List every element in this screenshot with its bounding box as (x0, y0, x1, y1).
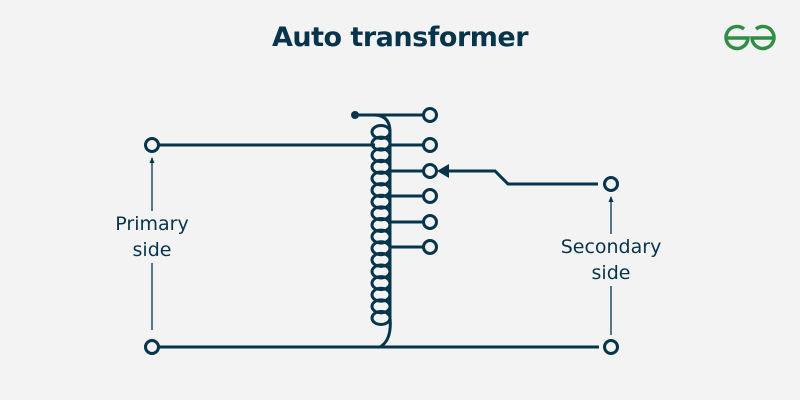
primary-bottom-terminal (144, 339, 160, 355)
secondary-arrow-icon (608, 196, 614, 202)
secondary-label-line1: Secondary (560, 236, 662, 258)
gfg-logo-icon (724, 24, 776, 51)
primary-arrow-icon (149, 157, 155, 163)
tap-terminal (422, 214, 438, 230)
secondary-top-terminal (603, 176, 619, 192)
primary-top-terminal (144, 137, 160, 153)
tap-selector-arrow (437, 164, 449, 178)
tap-terminal (422, 188, 438, 204)
secondary-bottom-terminal (603, 339, 619, 355)
secondary-side-label: Secondary side (548, 234, 674, 286)
tap-terminal (422, 239, 438, 255)
secondary-label-line2: side (591, 262, 631, 284)
secondary-wire (448, 169, 598, 186)
primary-label-line1: Primary (115, 213, 189, 235)
primary-label-line2: side (132, 239, 172, 261)
tap-terminal (422, 163, 438, 179)
primary-side-label: Primary side (100, 211, 204, 263)
tap-terminal (422, 137, 438, 153)
coil (370, 124, 392, 326)
tap-terminal (422, 107, 438, 123)
page-title: Auto transformer (271, 22, 529, 53)
